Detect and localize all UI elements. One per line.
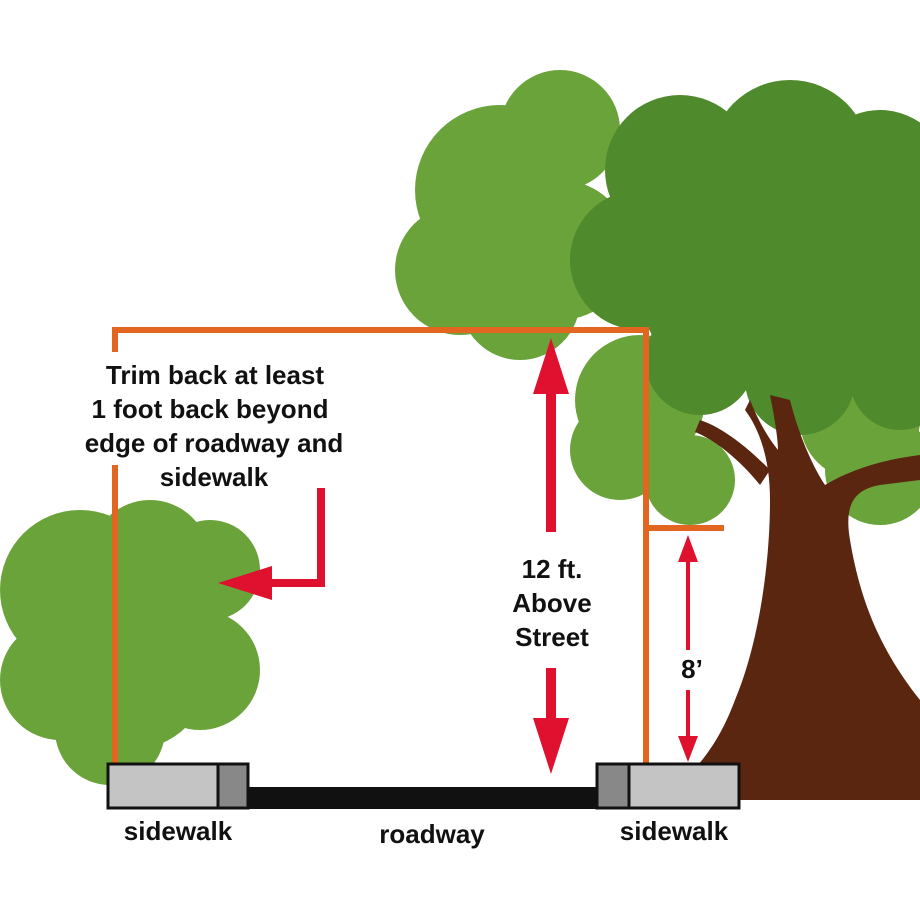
arrows	[218, 338, 698, 774]
bush	[0, 500, 260, 785]
height-12ft-line-2: Above	[512, 588, 591, 618]
roadway-label: roadway	[379, 819, 485, 849]
height-12ft-label: 12 ft. Above Street	[512, 554, 591, 652]
ground	[106, 762, 741, 810]
arrow-12ft-down-head	[533, 718, 569, 774]
arrow-trim-shaft	[268, 488, 325, 587]
tree-trunk	[660, 395, 920, 800]
sidewalk-right-label: sidewalk	[620, 816, 729, 846]
sidewalk-left-label: sidewalk	[124, 816, 233, 846]
trim-line-4: sidewalk	[160, 462, 269, 492]
curb-right	[595, 762, 631, 810]
arrow-8ft-down-head	[678, 736, 698, 762]
sidewalk-left-slab	[106, 762, 222, 810]
roadway-surface	[215, 787, 615, 809]
height-12ft-line-1: 12 ft.	[522, 554, 583, 584]
arrow-8ft-up-head	[678, 535, 698, 562]
arrow-trim-head	[218, 566, 272, 600]
clearance-line-main	[112, 327, 649, 765]
trim-line-2: 1 foot back beyond	[92, 394, 329, 424]
curb-left	[216, 762, 250, 810]
sidewalk-right-slab	[627, 762, 741, 810]
trim-line-1: Trim back at least	[106, 360, 325, 390]
clearance-envelope	[112, 327, 724, 765]
tree-canopy-front	[570, 80, 920, 435]
trim-line-3: edge of roadway and	[85, 428, 344, 458]
height-8ft-label: 8’	[681, 654, 703, 684]
height-12ft-line-3: Street	[515, 622, 589, 652]
trim-instruction: Trim back at least 1 foot back beyond ed…	[85, 360, 344, 492]
arrow-12ft-up-head	[533, 338, 569, 394]
